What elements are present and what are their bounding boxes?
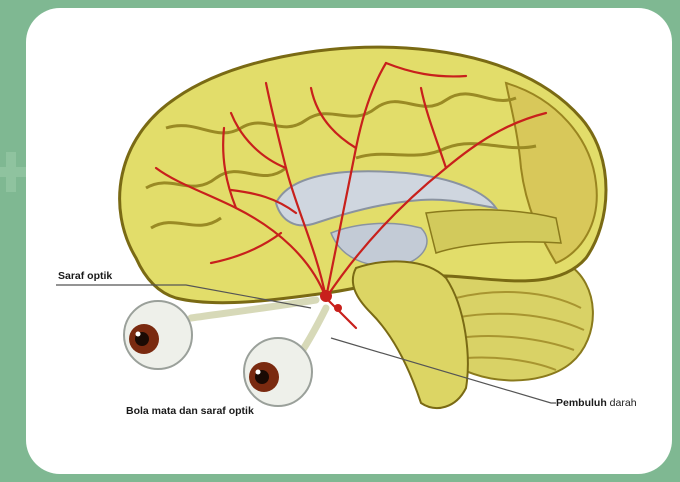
diagram-card: Saraf optik Bola mata dan saraf optik Pe…: [26, 8, 672, 474]
label-pembuluh-bold: Pembuluh: [556, 397, 607, 409]
label-bola-mata: Bola mata dan saraf optik: [126, 405, 254, 417]
label-pembuluh-darah: Pembuluh darah: [556, 397, 637, 409]
eyeball-icon: [124, 301, 192, 369]
label-pembuluh-rest: darah: [607, 397, 637, 409]
label-saraf-optik: Saraf optik: [58, 270, 112, 282]
eyeball-icon: [244, 338, 312, 406]
